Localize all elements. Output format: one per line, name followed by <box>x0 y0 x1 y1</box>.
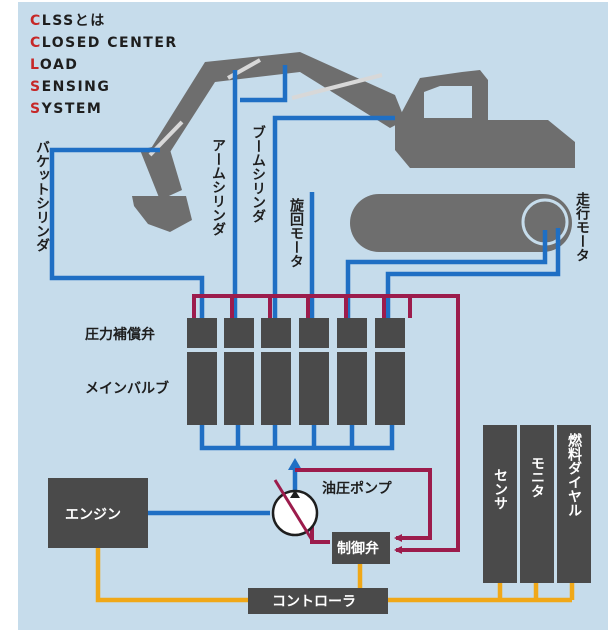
label-control-valve: 制御弁 <box>337 540 379 557</box>
tank-manifold <box>199 425 395 451</box>
label-monitor: モニタ <box>529 456 545 498</box>
comp-valve-3 <box>261 318 291 348</box>
ls-header <box>192 294 412 318</box>
label-travel-motor: 走行モータ <box>574 192 591 262</box>
comp-valve-4 <box>299 318 329 348</box>
label-boom-cylinder: ブームシリンダ <box>250 124 266 223</box>
title-line-5: SYSTEM <box>30 101 102 117</box>
arm-return-line <box>240 65 288 103</box>
engine-controller-line <box>95 548 248 603</box>
boom-shape <box>150 52 405 160</box>
label-swing-motor: 旋回モータ <box>288 197 305 268</box>
label-main-valve: メインバルブ <box>85 380 169 397</box>
label-sensor: センサ <box>492 468 508 510</box>
monitor-box <box>520 425 554 583</box>
main-valve-3 <box>261 352 291 425</box>
label-engine: エンジン <box>65 507 121 523</box>
arm-shape <box>140 143 182 200</box>
bucket-line <box>49 147 205 318</box>
title-line-1: CLSSとは <box>30 13 106 29</box>
label-hydraulic-pump: 油圧ポンプ <box>322 480 393 497</box>
label-controller: コントローラ <box>272 594 356 610</box>
crawler-shape <box>350 194 572 252</box>
title-line-3: LOAD <box>30 57 78 73</box>
electric-lines <box>95 548 575 603</box>
comp-valve-2 <box>224 318 254 348</box>
title-line-2: CLOSED CENTER <box>30 35 178 51</box>
main-valve-5 <box>337 352 367 425</box>
valve-stack <box>187 318 405 425</box>
cab-window <box>424 86 472 118</box>
controller-box <box>248 588 388 614</box>
boom-line <box>272 115 395 318</box>
ls-to-control <box>394 294 460 554</box>
boom-cylinder-rod <box>291 73 383 100</box>
main-valve-4 <box>299 352 329 425</box>
pump-variable-arrow <box>273 479 314 541</box>
title-block: CLSSとは CLOSED CENTER LOAD SENSING SYSTEM <box>30 13 178 117</box>
sensor-box <box>483 425 517 583</box>
title-line-4: SENSING <box>30 79 110 95</box>
label-pressure-comp-valve: 圧力補償弁 <box>85 326 155 343</box>
pump-symbol <box>271 479 319 541</box>
main-valve-6 <box>375 352 405 425</box>
comp-valve-5 <box>337 318 367 348</box>
fuel-dial-box <box>557 425 591 583</box>
engine-box <box>48 478 148 548</box>
control-valve-box <box>332 532 390 564</box>
bucket-shape <box>132 196 192 232</box>
main-valve-1 <box>187 352 217 425</box>
label-fuel-dial: 燃料ダイヤル <box>566 432 582 517</box>
main-valve-2 <box>224 352 254 425</box>
pilot-lines <box>192 294 460 554</box>
comp-valve-1 <box>187 318 217 348</box>
pump-flow-arrow <box>288 458 302 470</box>
travel-line-a <box>345 230 548 318</box>
label-arm-cylinder: アームシリンダ <box>210 138 226 236</box>
pump-to-control <box>295 468 432 542</box>
pump-triangle <box>290 490 300 498</box>
comp-valve-6 <box>375 318 405 348</box>
label-bucket-cylinder: バケットシリンダ <box>34 140 50 252</box>
